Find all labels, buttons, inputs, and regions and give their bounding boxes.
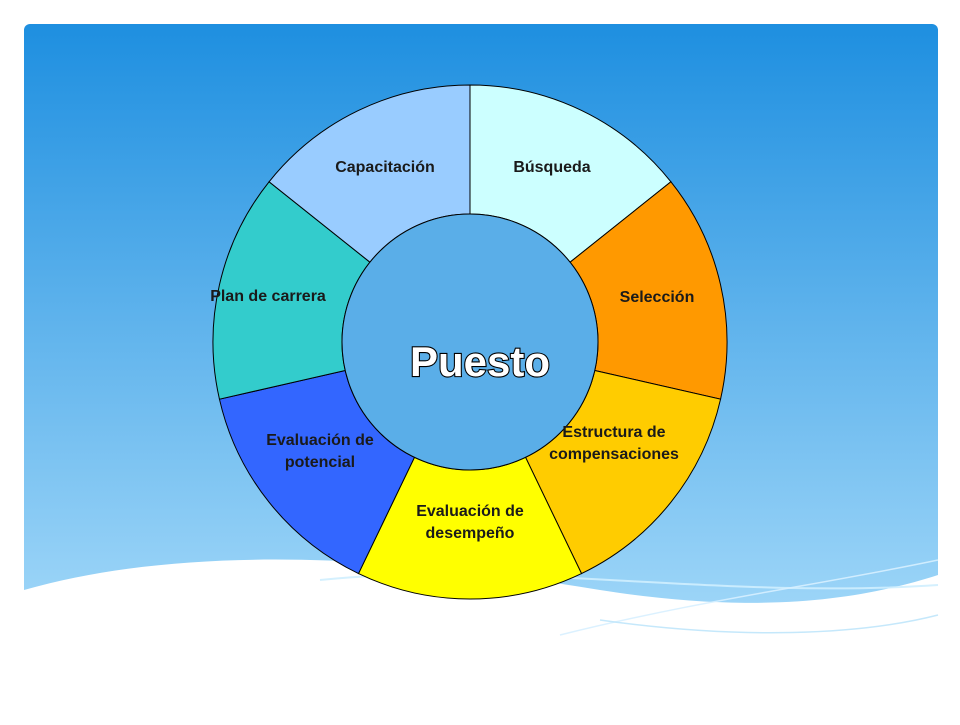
center-label: Puesto — [410, 338, 550, 385]
segment-label-capacitacion: Capacitación — [335, 159, 435, 176]
segment-label-line: Evaluación de — [416, 503, 524, 520]
segment-label-evaluacion-de-desempeno: Evaluación de desempeño — [416, 503, 524, 542]
segment-label-line: Selección — [620, 289, 695, 306]
segment-label-line: Capacitación — [335, 159, 435, 176]
segment-label-line: Evaluación de — [266, 432, 374, 449]
donut-segments — [212, 84, 728, 600]
segment-label-line: compensaciones — [549, 446, 679, 463]
segment-label-line: desempeño — [426, 525, 515, 542]
center-circle — [341, 213, 599, 471]
segment-label-plan-de-carrera: Plan de carrera — [210, 288, 326, 305]
segment-label-line: Estructura de — [562, 424, 665, 441]
segment-label-line: Plan de carrera — [210, 288, 326, 305]
segment-label-line: potencial — [285, 454, 355, 471]
segment-label-evaluacion-de-potencial: Evaluación de potencial — [266, 432, 374, 471]
segment-label-estructura-de-compensaciones: Estructura de compensaciones — [549, 424, 679, 463]
segment-label-busqueda: Búsqueda — [513, 159, 590, 176]
segment-label-seleccion: Selección — [620, 289, 695, 306]
segment-label-line: Búsqueda — [513, 159, 590, 176]
